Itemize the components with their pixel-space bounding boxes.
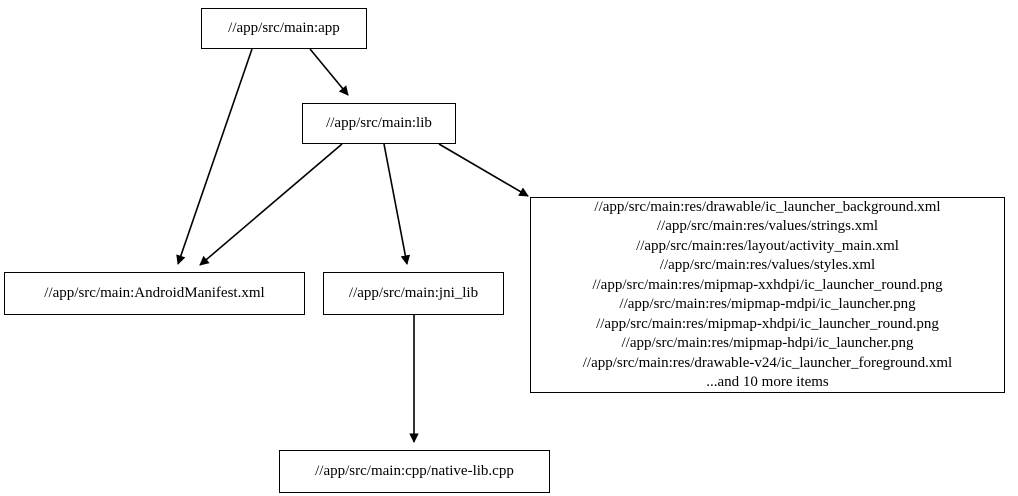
res-line: //app/src/main:res/mipmap-xxhdpi/ic_laun… [592,276,943,293]
node-app-label: //app/src/main:app [228,20,340,36]
node-lib[interactable]: //app/src/main:lib [302,103,456,144]
res-line: //app/src/main:res/mipmap-xhdpi/ic_launc… [596,315,939,332]
node-app[interactable]: //app/src/main:app [201,8,367,49]
edge-app-to-manifest [176,48,253,265]
edge-lib-to-jni-lib [383,143,411,265]
edge-app-to-lib [309,48,349,96]
edge-lib-to-res [438,143,529,197]
res-line: //app/src/main:res/drawable-v24/ic_launc… [582,354,953,371]
res-line: //app/src/main:res/mipmap-hdpi/ic_launch… [621,335,914,351]
node-jni-lib[interactable]: //app/src/main:jni_lib [323,272,504,315]
node-res-group-lines: //app/src/main:res/drawable/ic_launcher_… [539,198,996,393]
node-res-group[interactable]: //app/src/main:res/drawable/ic_launcher_… [530,197,1005,393]
node-native-lib-cpp-label: //app/src/main:cpp/native-lib.cpp [315,463,514,479]
res-line: //app/src/main:res/mipmap-mdpi/ic_launch… [619,296,916,312]
node-lib-label: //app/src/main:lib [326,115,432,131]
node-android-manifest[interactable]: //app/src/main:AndroidManifest.xml [4,272,305,315]
res-line: //app/src/main:res/drawable/ic_launcher_… [594,198,941,215]
node-android-manifest-label: //app/src/main:AndroidManifest.xml [44,285,265,301]
res-line: //app/src/main:res/values/styles.xml [659,257,876,273]
edge-lib-to-manifest [199,143,343,266]
node-native-lib-cpp[interactable]: //app/src/main:cpp/native-lib.cpp [279,450,550,493]
res-line: //app/src/main:res/layout/activity_main.… [636,237,899,254]
res-line: //app/src/main:res/values/strings.xml [656,218,879,234]
node-jni-lib-label: //app/src/main:jni_lib [348,285,479,301]
res-more-items-label: ...and 10 more items [706,374,829,390]
